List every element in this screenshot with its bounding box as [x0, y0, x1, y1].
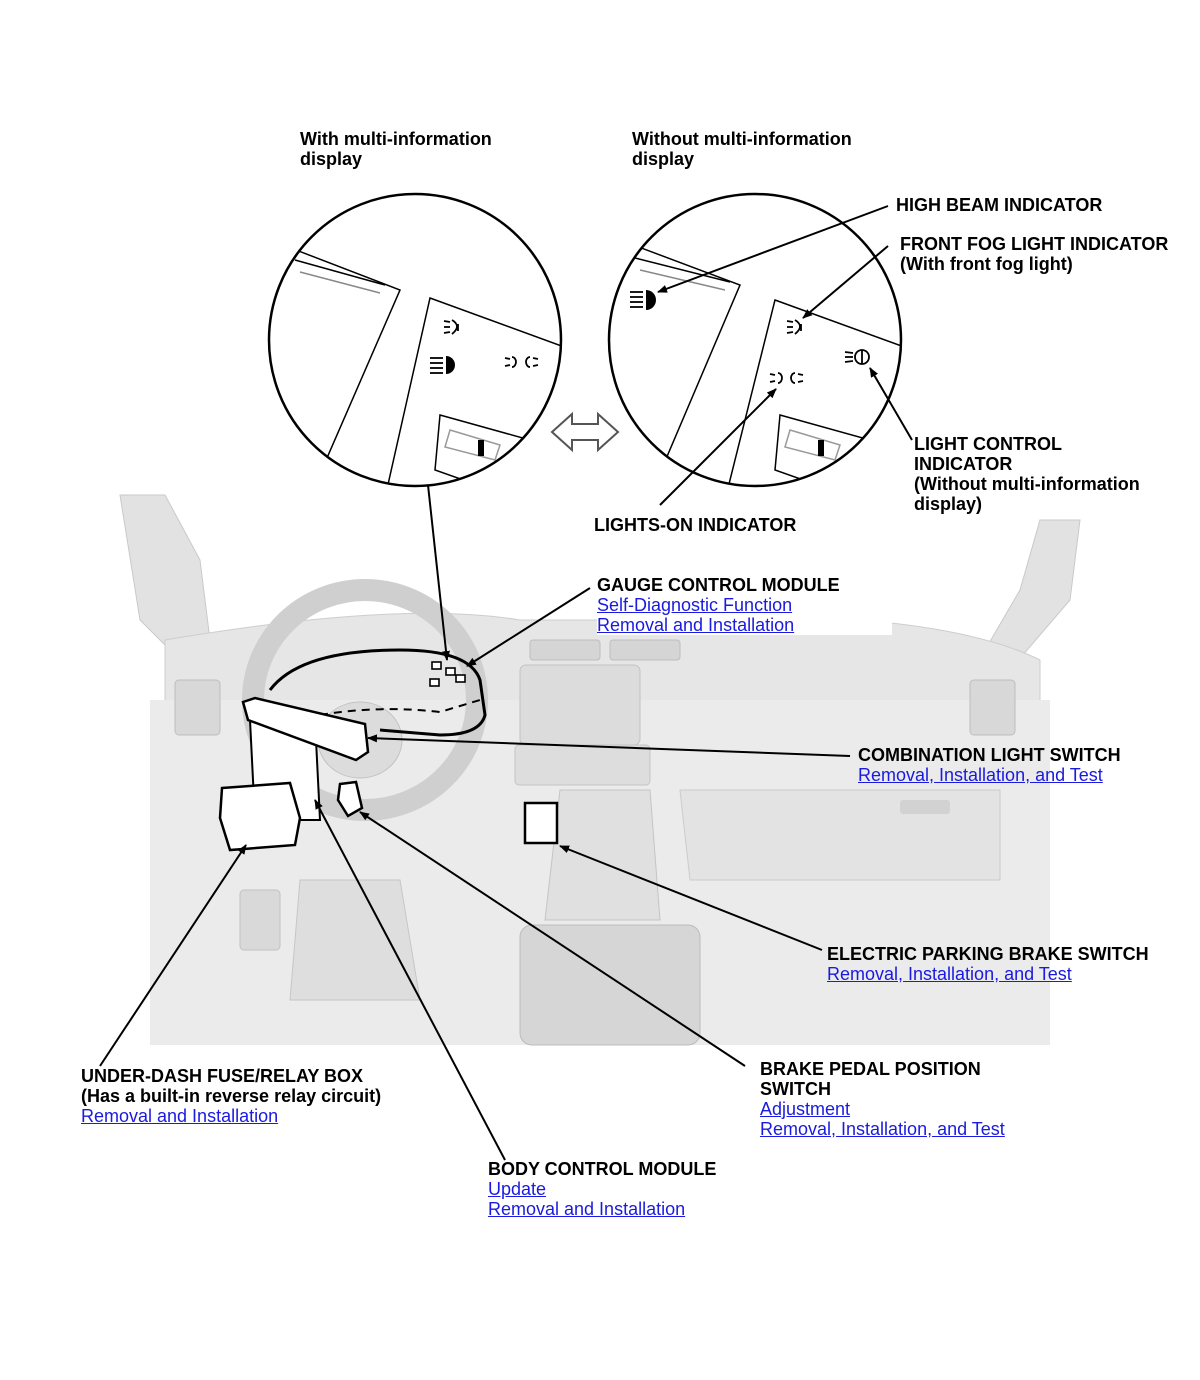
label-gauge-control-module: GAUGE CONTROL MODULE Self-Diagnostic Fun…	[597, 575, 892, 635]
link-brake-switch-adjustment[interactable]: Adjustment	[760, 1099, 851, 1119]
label-under-dash-fuse-relay-box: UNDER-DASH FUSE/RELAY BOX (Has a built-i…	[81, 1066, 382, 1126]
double-arrow-icon	[550, 411, 620, 453]
link-gauge-self-diagnostic[interactable]: Self-Diagnostic Function	[597, 595, 793, 615]
leader-lines	[99, 205, 913, 1161]
label-electric-parking-brake-switch: ELECTRIC PARKING BRAKE SWITCH Removal, I…	[827, 944, 1149, 984]
highlighted-components	[218, 648, 559, 852]
caption-with-mid: With multi-information display	[300, 129, 492, 169]
label-brake-pedal-position-switch: BRAKE PEDAL POSITION SWITCH Adjustment R…	[760, 1059, 1005, 1139]
label-lights-on-indicator: LIGHTS-ON INDICATOR	[594, 515, 797, 535]
caption-without-mid: Without multi-information display	[632, 129, 852, 169]
link-brake-switch-removal[interactable]: Removal, Installation, and Test	[760, 1119, 1005, 1139]
label-body-control-module: BODY CONTROL MODULE Update Removal and I…	[488, 1159, 717, 1219]
label-light-control-indicator: LIGHT CONTROL INDICATOR (Without multi-i…	[914, 434, 1140, 514]
label-high-beam-indicator: HIGH BEAM INDICATOR	[896, 195, 1103, 215]
link-epb-switch-removal[interactable]: Removal, Installation, and Test	[827, 964, 1072, 984]
label-combination-light-switch: COMBINATION LIGHT SWITCH Removal, Instal…	[858, 745, 1121, 785]
link-bcm-update[interactable]: Update	[488, 1179, 547, 1199]
link-combination-switch-removal[interactable]: Removal, Installation, and Test	[858, 765, 1103, 785]
link-gauge-removal-installation[interactable]: Removal and Installation	[597, 615, 795, 635]
link-fuse-box-removal[interactable]: Removal and Installation	[81, 1106, 279, 1126]
magnifier-with-mid	[267, 192, 563, 488]
link-bcm-removal[interactable]: Removal and Installation	[488, 1199, 686, 1219]
label-front-fog-light-indicator: FRONT FOG LIGHT INDICATOR (With front fo…	[900, 234, 1169, 274]
vehicle-interior	[119, 494, 1081, 1046]
magnifier-without-mid	[607, 192, 903, 488]
